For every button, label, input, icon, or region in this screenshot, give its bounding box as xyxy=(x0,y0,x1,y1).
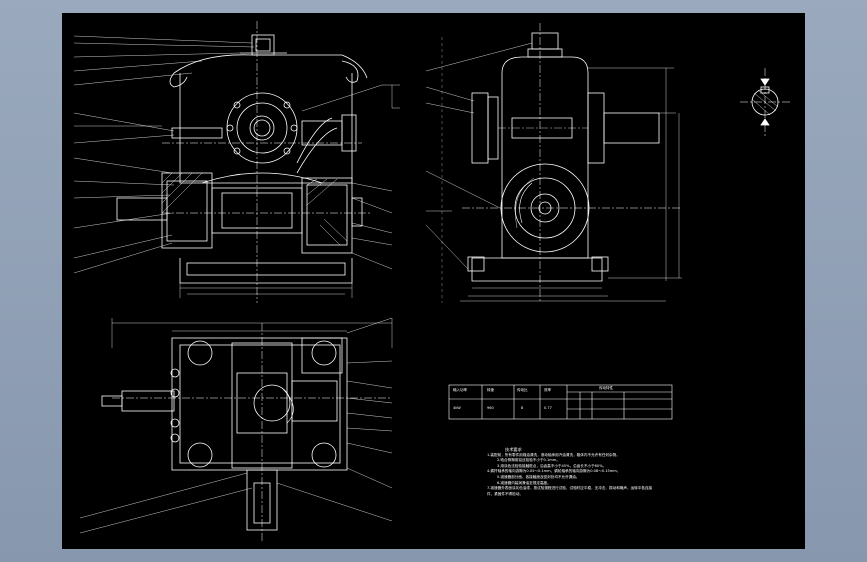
spec-table: 输入功率 转速 传动比 效率 传动特性 4kW 960 8 0.77 xyxy=(449,385,672,419)
spec-header-power: 输入功率 xyxy=(453,388,467,392)
spec-header-characteristics: 传动特性 xyxy=(599,386,613,390)
tech-note-line: 1.装配前，所有零件用煤油清洗，滚动轴承用汽油清洗，箱体内不允许有任何杂物。 xyxy=(487,452,620,457)
spec-value-power: 4kW xyxy=(453,406,461,410)
technical-requirements: 技术要求 1.装配前，所有零件用煤油清洗，滚动轴承用汽油清洗，箱体内不允许有任何… xyxy=(487,447,687,497)
cad-drawing xyxy=(73,21,790,543)
tech-note-line: 7.减速器外表面涂灰色油漆，按试验规程进行试验，试验时应平稳，无冲击、振动和噪声… xyxy=(487,486,653,496)
spec-header-efficiency: 效率 xyxy=(544,388,551,392)
tech-note-line: 6.减速器内装润滑油至规定高度。 xyxy=(497,480,551,485)
spec-value-efficiency: 0.77 xyxy=(544,406,552,410)
tech-note-line: 2.啮合侧隙用铅丝检验不小于0.1mm。 xyxy=(497,458,560,463)
tech-note-line: 3.用涂色法检验接触斑点，沿齿高不小于45%，沿齿长不小于60%。 xyxy=(497,463,607,468)
key-section-view xyxy=(740,68,790,138)
side-view xyxy=(425,23,682,303)
spec-table-grid xyxy=(448,384,673,420)
spec-header-ratio: 传动比 xyxy=(517,388,528,392)
tech-note-line: 4.蜗杆轴承的轴向游隙为0.05～0.1mm，蜗轮轴承的轴向游隙为0.08～0.… xyxy=(487,469,621,474)
spec-value-ratio: 8 xyxy=(521,406,524,410)
drawing-sheet: 输入功率 转速 传动比 效率 传动特性 4kW 960 8 0.77 技术要求 … xyxy=(62,13,805,549)
plan-view xyxy=(79,317,393,543)
tech-note-line: 5.减速器剖分面、各接触面及密封处均不允许漏油。 xyxy=(497,474,580,479)
front-view xyxy=(73,21,400,303)
spec-value-speed: 960 xyxy=(487,406,494,410)
spec-header-speed: 转速 xyxy=(487,388,494,392)
tech-notes-title: 技术要求 xyxy=(505,447,522,452)
